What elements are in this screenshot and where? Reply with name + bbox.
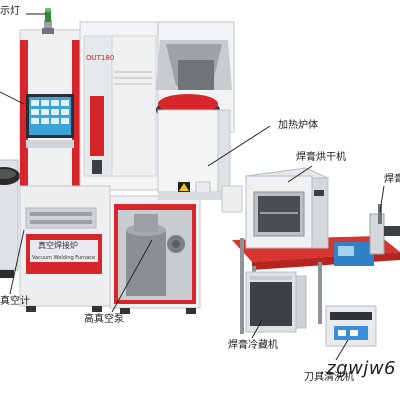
nameplate-en: Vacuum Welding Furnace bbox=[32, 255, 96, 261]
warning-sign-icon bbox=[178, 182, 190, 192]
indicator-light-icon bbox=[45, 8, 51, 22]
fan-vent-icon bbox=[114, 71, 152, 85]
model-badge: OUT180 bbox=[86, 54, 115, 62]
label-tool-cleaner: 刀具清洗机 bbox=[304, 372, 354, 383]
right-partial-device bbox=[334, 204, 400, 266]
tool-cleaner bbox=[325, 305, 377, 347]
refrigerator bbox=[245, 271, 307, 333]
left-partial-unit bbox=[0, 159, 20, 278]
watermark: .zgwjw6 bbox=[320, 358, 396, 379]
nameplate-cn: 真空焊接炉 bbox=[38, 241, 78, 250]
label-flux-drying-oven: 焊膏烘干机 bbox=[296, 152, 346, 163]
label-high-vacuum-pump: 高真空泵 bbox=[84, 314, 124, 325]
label-high-vacuum-gauge: 真空计 bbox=[0, 296, 30, 307]
label-flux-partial: 焊膏 bbox=[384, 174, 400, 185]
label-flux-refrigerator: 焊膏冷藏机 bbox=[228, 340, 278, 351]
heating-furnace bbox=[156, 21, 243, 213]
control-cabinet bbox=[19, 8, 161, 191]
label-heating-furnace: 加热炉体 bbox=[278, 120, 318, 131]
label-indicator-light: 示灯 bbox=[0, 6, 20, 17]
base-cabinet bbox=[19, 185, 201, 314]
drying-oven bbox=[244, 167, 330, 249]
leader-lines bbox=[0, 13, 385, 361]
